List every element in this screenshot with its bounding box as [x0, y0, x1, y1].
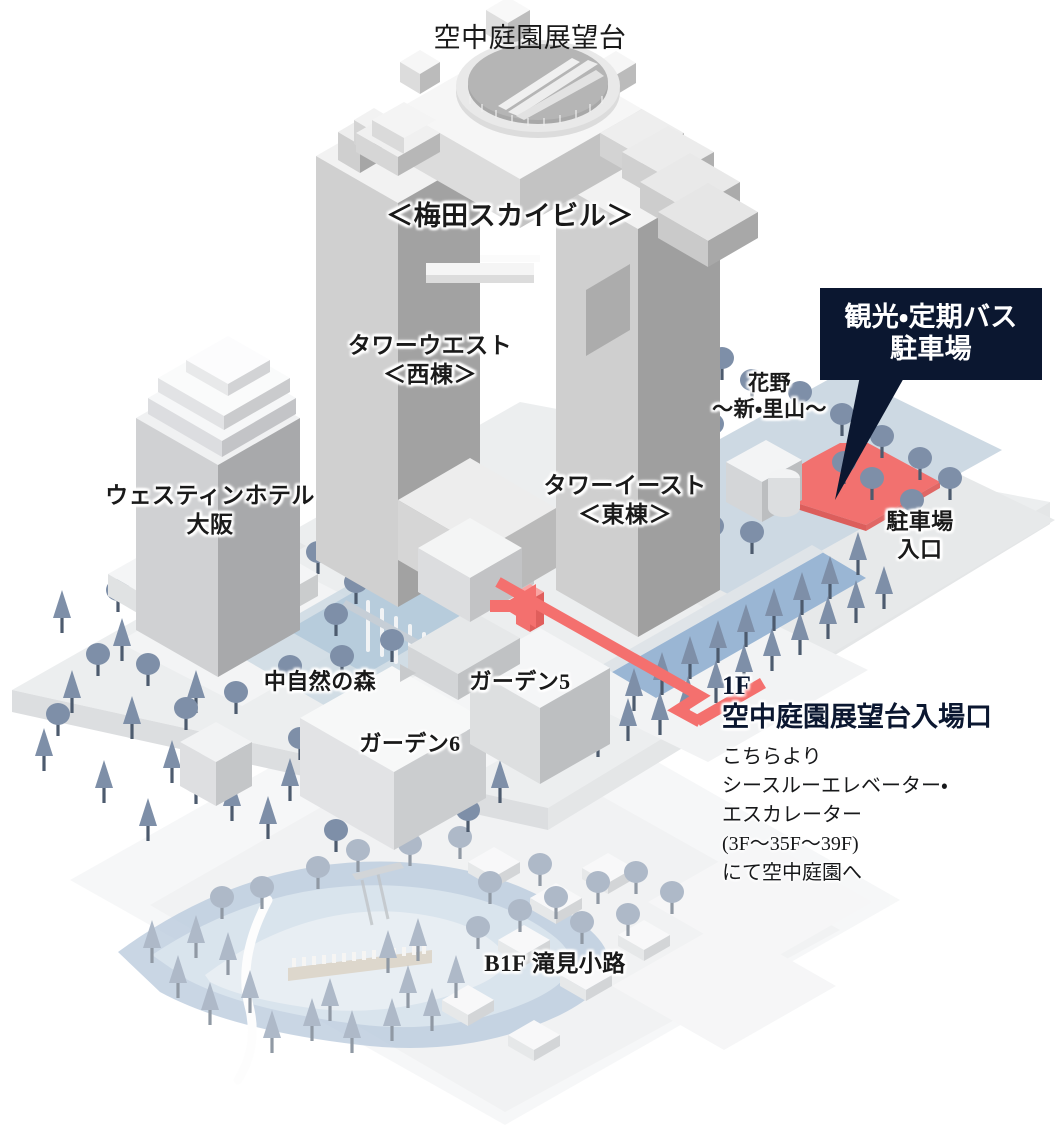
route-arrow-tail — [694, 678, 766, 726]
callout-pointer — [835, 376, 905, 500]
entrance-description-line: シースルーエレベーター・ — [722, 774, 948, 797]
entrance-description-line: こちらより — [722, 745, 822, 768]
lower-platform-takimikoji — [70, 655, 900, 1125]
callout-line-1: 観光・定期バス — [844, 302, 1018, 333]
westin-hotel-osaka — [136, 336, 306, 677]
umeda-sky-building — [316, 0, 758, 637]
entrance-description: こちらよりシースルーエレベーター・エスカレーター (3F〜35F〜39F) にて空中… — [722, 743, 1052, 888]
sky-building-podium — [398, 458, 556, 622]
entrance-description-line: エスカレーター — [722, 803, 862, 826]
callout-line-2: 駐車場 — [890, 334, 972, 364]
route-arrow-head — [490, 584, 536, 628]
floating-garden-observatory — [456, 40, 620, 138]
entrance-description-line: (3F〜35F〜39F) — [722, 832, 859, 855]
entrance-info-block: 1F 空中庭園展望台入場口 こちらよりシースルーエレベーター・エスカレーター (3… — [722, 671, 1052, 888]
callout-bus-parking: 観光・定期バス 駐車場 — [820, 288, 1042, 380]
entrance-floor-label: 1F — [722, 671, 751, 700]
route-arrow-to-entrance — [495, 577, 711, 727]
entrance-description-line: にて空中庭園へ — [722, 861, 862, 884]
entrance-title-label: 空中庭園展望台入場口 — [722, 701, 992, 732]
service-buildings — [726, 440, 802, 522]
